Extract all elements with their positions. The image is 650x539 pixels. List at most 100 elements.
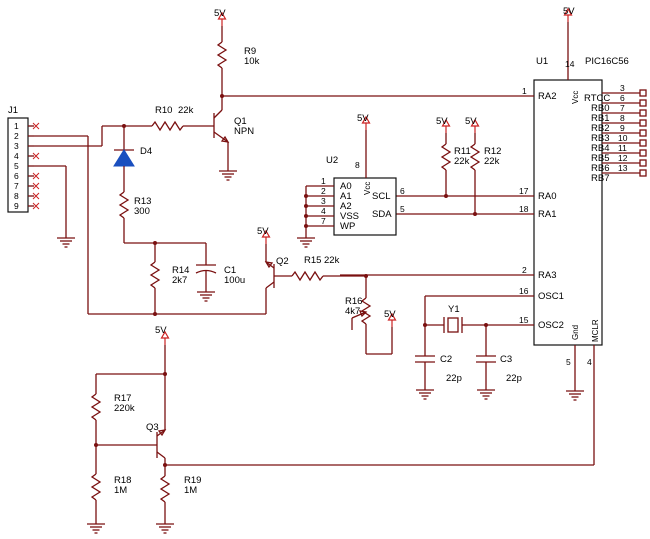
u1-pin-name: RB6 <box>591 163 609 174</box>
u2-supply-label: 5V <box>357 113 369 124</box>
q2-ref: Q2 <box>276 256 289 267</box>
q3-transistor: Q3 <box>96 374 594 476</box>
r10-resistor: R10 22k <box>124 105 214 132</box>
u1-part: PIC16C56 <box>585 56 629 67</box>
u1-pin-name: OSC2 <box>538 320 564 331</box>
r14-value: 2k7 <box>172 275 187 286</box>
r10-value: 22k <box>178 105 194 116</box>
r17-resistor: 5V R17 220k <box>90 325 170 447</box>
u2-pin-name: A0 <box>340 181 352 192</box>
u2-pin-num: 6 <box>400 186 405 196</box>
u1-mclr-pin-name: MCLR <box>591 319 600 342</box>
u2-vcc-pin-num: 8 <box>355 160 360 170</box>
r13-value: 300 <box>134 206 150 217</box>
u1-vcc-supply-label: 5V <box>563 6 575 17</box>
u1-pin-name: RB5 <box>591 153 609 164</box>
r19-resistor: R19 1M <box>155 475 201 534</box>
c1-capacitor: C1 100u <box>195 243 245 302</box>
u1-pin-name: RB4 <box>591 143 609 154</box>
r12-ref: R12 <box>484 146 501 157</box>
u1-pin-num: 16 <box>519 286 529 296</box>
r11-resistor: 5V R11 22k <box>436 116 471 198</box>
q1-ref: Q1 <box>234 116 247 127</box>
u1-pin-num: 15 <box>519 315 529 325</box>
u1-gnd-pin-num: 5 <box>566 357 571 367</box>
r15-ref: R15 <box>304 255 321 266</box>
q2-transistor: 5V Q2 <box>257 226 292 314</box>
r14-ref: R14 <box>172 265 189 276</box>
u1-pin-num: 6 <box>620 93 625 103</box>
u1-pin-num: 8 <box>620 113 625 123</box>
j1-pin-num: 8 <box>14 191 19 201</box>
c1-ref: C1 <box>224 265 236 276</box>
u1-pin-name: RA3 <box>538 270 556 281</box>
r14-resistor: R14 2k7 <box>149 243 189 316</box>
u2-pin-num: 1 <box>321 176 326 186</box>
u1-pin-num: 12 <box>618 153 628 163</box>
q1-type: NPN <box>234 126 254 137</box>
u1-pin-num: 11 <box>618 143 627 153</box>
u1-pin-num: 9 <box>620 123 625 133</box>
u1-vcc-pin-num: 14 <box>565 59 575 69</box>
r18-value: 1M <box>114 485 127 496</box>
c3-capacitor: C3 22p <box>476 325 522 400</box>
u1-pin-name: RA0 <box>538 191 556 202</box>
j1-pin-num: 3 <box>14 141 19 151</box>
u1-pin-num: 10 <box>618 133 628 143</box>
u1-pin-name: RB7 <box>591 173 609 184</box>
u2-vcc-pin-name: Vcc <box>363 182 372 195</box>
j1-pin-num: 4 <box>14 151 19 161</box>
u1-pin-name: RB0 <box>591 103 609 114</box>
u1-pin-name: RB1 <box>591 113 609 124</box>
u1-right-pins: 3 RTCC 6 RB0 7 RB1 8 RB2 9 RB3 10 RB4 11… <box>584 83 647 184</box>
r13-ref: R13 <box>134 196 151 207</box>
u1-pin-num: 13 <box>618 163 628 173</box>
r12-supply-label: 5V <box>465 116 477 127</box>
c2-capacitor: C2 22p <box>415 354 462 400</box>
j1-pin-num: 5 <box>14 161 19 171</box>
u1-pin-num: 7 <box>620 103 625 113</box>
j1-ref: J1 <box>8 105 18 116</box>
u2-ref: U2 <box>326 155 338 166</box>
u2-pin-name: SDA <box>372 209 392 220</box>
r18-resistor: R18 1M <box>86 445 131 534</box>
u2-pin-name: A2 <box>340 201 352 212</box>
r15-resistor: R15 22k <box>291 255 368 282</box>
u2-pin-num: 4 <box>321 206 326 216</box>
u2-pin-num: 3 <box>321 196 326 206</box>
u1-ref: U1 <box>536 56 548 67</box>
j1-pin-num: 6 <box>14 171 19 181</box>
u1-pin-name: RB3 <box>591 133 609 144</box>
c1-value: 100u <box>224 275 245 286</box>
j1-pin-num: 9 <box>14 201 19 211</box>
r19-ref: R19 <box>184 475 201 486</box>
r10-ref: R10 <box>155 105 172 116</box>
j1-pin-num: 1 <box>14 121 19 131</box>
r17-supply-label: 5V <box>155 325 167 336</box>
r16-ref: R16 <box>345 296 362 307</box>
r19-value: 1M <box>184 485 197 496</box>
r13-resistor: R13 300 <box>118 191 206 245</box>
u2-pin-name: VSS <box>340 211 359 222</box>
j1-pin-num: 2 <box>14 131 19 141</box>
u1-pin-num: 1 <box>522 86 527 96</box>
r16-supply-label: 5V <box>384 309 396 320</box>
r17-ref: R17 <box>114 393 131 404</box>
u1-pin-name: RTCC <box>584 93 610 104</box>
r12-resistor: 5V R12 22k <box>465 116 501 216</box>
y1-crystal: Y1 <box>423 296 488 356</box>
u1-pin-name: RB2 <box>591 123 609 134</box>
r11-supply-label: 5V <box>436 116 448 127</box>
q3-ref: Q3 <box>146 422 159 433</box>
r9-resistor: 5V R9 10k <box>214 8 260 98</box>
r16-value: 4k7 <box>345 306 360 317</box>
r12-value: 22k <box>484 156 500 167</box>
r17-value: 220k <box>114 403 135 414</box>
d4-diode: D4 <box>113 126 152 192</box>
u1-left-pins: 1 RA2 17 RA0 18 RA1 2 RA3 16 OSC1 15 OSC… <box>230 86 564 331</box>
q1-transistor: Q1 NPN <box>213 96 254 181</box>
c3-value: 22p <box>506 373 522 384</box>
c2-value: 22p <box>446 373 462 384</box>
u2-pin-name: WP <box>340 221 355 232</box>
